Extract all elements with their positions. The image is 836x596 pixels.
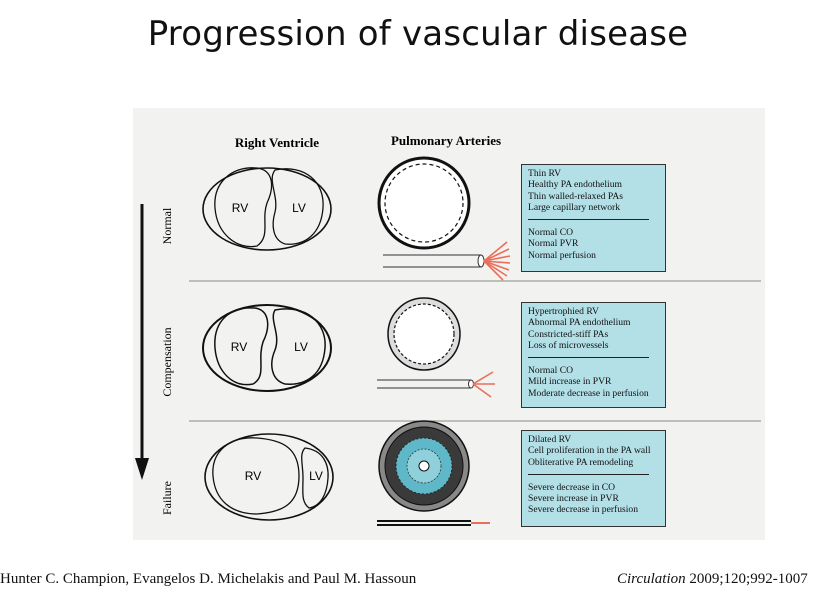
stage-label-failure: Failure xyxy=(160,481,174,515)
info-box-normal: Thin RV Healthy PA endothelium Thin wall… xyxy=(521,164,666,272)
info-box-failure: Dilated RV Cell proliferation in the PA … xyxy=(521,430,666,527)
lv-label: LV xyxy=(294,340,308,354)
author-credits: Hunter C. Champion, Evangelos D. Michela… xyxy=(0,571,417,587)
box-line: Dilated RV xyxy=(528,434,572,445)
lv-label: LV xyxy=(309,469,323,483)
journal-citation: Circulation 2009;120;992-1007 xyxy=(617,571,808,588)
box-line: Severe increase in PVR xyxy=(528,493,619,505)
box-line: Large capillary network xyxy=(528,201,620,213)
box-line: Normal CO xyxy=(528,227,574,239)
lv-label: LV xyxy=(292,201,306,215)
figure-drawing: Right Ventricle Pulmonary Arteries Norma… xyxy=(135,133,761,526)
capillary-vessel-normal xyxy=(383,241,511,281)
box-line: Obliterative PA remodeling xyxy=(528,456,634,468)
right-ventricle-header: Right Ventricle xyxy=(235,135,319,150)
box-line: Normal PVR xyxy=(528,238,579,250)
slide-title: Progression of vascular disease xyxy=(147,14,689,54)
heart-normal xyxy=(202,167,332,251)
rv-label: RV xyxy=(232,201,248,215)
progression-arrow xyxy=(135,204,149,480)
box-line: Loss of microvessels xyxy=(528,339,609,351)
artery-cross-section-normal xyxy=(377,156,471,250)
pulmonary-arteries-header: Pulmonary Arteries xyxy=(391,133,501,148)
box-line: Healthy PA endothelium xyxy=(528,179,622,191)
heart-compensation xyxy=(202,304,332,392)
box-line: Mild increase in PVR xyxy=(528,376,612,388)
artery-cross-section-failure xyxy=(378,420,470,512)
box-line: Thin RV xyxy=(528,168,562,179)
box-line: Cell proliferation in the PA wall xyxy=(528,445,651,457)
box-line: Constricted-stiff PAs xyxy=(528,328,609,340)
box-divider xyxy=(528,473,649,475)
capillary-vessel-compensation xyxy=(377,371,495,398)
box-line: Normal perfusion xyxy=(528,249,596,261)
box-line: Moderate decrease in perfusion xyxy=(528,387,649,399)
box-line: Normal CO xyxy=(528,365,574,377)
stage-label-compensation: Compensation xyxy=(160,327,174,396)
info-box-compensation: Hypertrophied RV Abnormal PA endothelium… xyxy=(521,302,666,408)
box-divider xyxy=(528,219,649,221)
citation-ref: 2009;120;992-1007 xyxy=(685,571,808,587)
artery-cross-section-compensation xyxy=(387,297,461,371)
box-divider xyxy=(528,357,649,359)
disease-progression-figure: Right Ventricle Pulmonary Arteries Norma… xyxy=(133,108,765,540)
rv-label: RV xyxy=(245,469,261,483)
box-line: Abnormal PA endothelium xyxy=(528,317,631,329)
rv-label: RV xyxy=(231,340,247,354)
box-line: Severe decrease in perfusion xyxy=(528,504,639,516)
box-line: Hypertrophied RV xyxy=(528,306,599,317)
stage-label-normal: Normal xyxy=(160,207,174,244)
capillary-vessel-failure xyxy=(377,520,490,526)
journal-name: Circulation xyxy=(617,571,686,587)
box-line: Severe decrease in CO xyxy=(528,481,616,493)
heart-failure xyxy=(204,433,334,521)
box-line: Thin walled-relaxed PAs xyxy=(528,190,624,202)
